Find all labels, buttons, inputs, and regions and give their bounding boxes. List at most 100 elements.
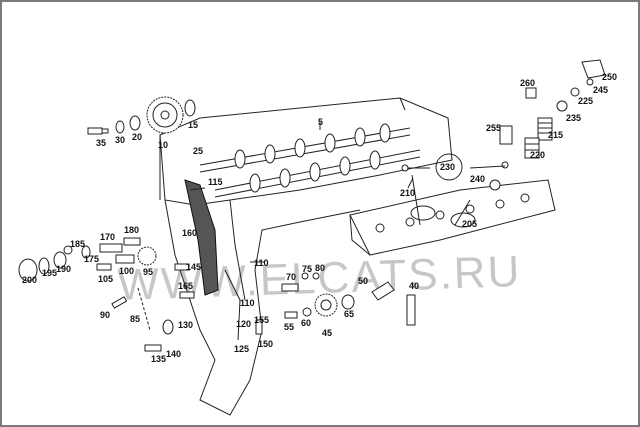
ring-20 [129,115,141,131]
cylinder-head-right [349,179,556,256]
label-200: 200 [22,275,37,285]
bolt-165 [179,291,195,299]
label-35: 35 [96,138,106,148]
bushing-100 [115,254,135,264]
valve-keeper-230b [501,161,509,169]
label-205: 205 [462,219,477,229]
label-85: 85 [130,314,140,324]
label-230: 230 [440,162,455,172]
label-10: 10 [158,140,168,150]
label-50: 50 [358,276,368,286]
cap-260 [525,87,537,99]
label-220: 220 [530,150,545,160]
chain-guide-160 [184,179,219,296]
timing-chain-85 [137,287,151,331]
label-25: 25 [193,146,203,156]
label-175: 175 [84,254,99,264]
sprocket-95 [137,246,157,266]
label-135: 135 [151,354,166,364]
label-185: 185 [70,239,85,249]
label-125: 125 [234,344,249,354]
leader-lines [189,122,506,263]
label-115: 115 [208,177,223,187]
cotter-225 [570,87,580,97]
bolt-135 [144,344,162,352]
chain-rail-110 [224,269,241,341]
label-95: 95 [143,267,153,277]
label-5: 5 [318,117,323,127]
bolt-55 [284,311,298,319]
label-245: 245 [593,85,608,95]
label-30: 30 [115,135,125,145]
camshaft-upper [199,123,411,173]
cylinder-head-outline [159,97,453,416]
label-60: 60 [301,318,311,328]
bolt-70 [281,283,299,292]
ring-80 [312,272,320,280]
label-190: 190 [56,264,71,274]
camshaft-lower [214,149,421,198]
valve-205 [454,199,471,226]
spring-180 [123,237,141,246]
label-250: 250 [602,72,617,82]
label-70: 70 [286,272,296,282]
bolt-155 [255,319,263,335]
label-65: 65 [344,309,354,319]
label-110-lower: 110 [240,298,255,308]
washer-175 [81,245,91,259]
ring-185 [63,245,73,255]
valve-210 [411,174,421,226]
valve-spring-220 [524,137,540,159]
label-155: 155 [254,315,269,325]
label-75: 75 [302,264,312,274]
label-45: 45 [322,328,332,338]
label-235: 235 [566,113,581,123]
label-15: 15 [188,120,198,130]
camshaft-sprocket [146,96,184,134]
washer-15 [184,99,196,117]
label-210: 210 [400,188,415,198]
bolt-35 [87,127,109,135]
label-100: 100 [119,266,134,276]
label-80: 80 [315,263,325,273]
label-165: 165 [178,281,193,291]
label-140: 140 [166,349,181,359]
pin-170 [99,243,123,253]
label-150: 150 [258,339,273,349]
ring-195 [38,257,50,275]
washer-60 [302,307,312,317]
label-90: 90 [100,310,110,320]
label-110-upper: 110 [254,258,269,268]
valve-keeper-230 [401,164,409,172]
label-120: 120 [236,319,251,329]
retainer-235 [556,100,568,112]
label-160: 160 [182,228,197,238]
label-215: 215 [548,130,563,140]
label-225: 225 [578,96,593,106]
rocker-250 [581,59,606,79]
washer-140 [162,319,174,335]
bushing-65 [341,294,355,310]
label-240: 240 [470,174,485,184]
label-40: 40 [409,281,419,291]
label-170: 170 [100,232,115,242]
label-180: 180 [124,225,139,235]
label-260: 260 [520,78,535,88]
label-255: 255 [486,123,501,133]
ring-245 [586,78,594,86]
label-130: 130 [178,320,193,330]
label-195: 195 [42,268,57,278]
cap-200 [18,258,38,282]
label-145: 145 [186,262,201,272]
valve-spring-215 [537,117,553,141]
bolt-105 [96,263,112,271]
bolt-40 [406,294,416,326]
bolt-145 [174,263,190,271]
callout-circle-230 [435,153,463,181]
spring-seat-255 [499,125,513,145]
part-labels: 5 10 15 20 25 30 35 40 45 50 55 60 65 70… [22,72,617,364]
shaft-50 [371,281,395,301]
label-20: 20 [132,132,142,142]
washer-30 [115,120,125,134]
